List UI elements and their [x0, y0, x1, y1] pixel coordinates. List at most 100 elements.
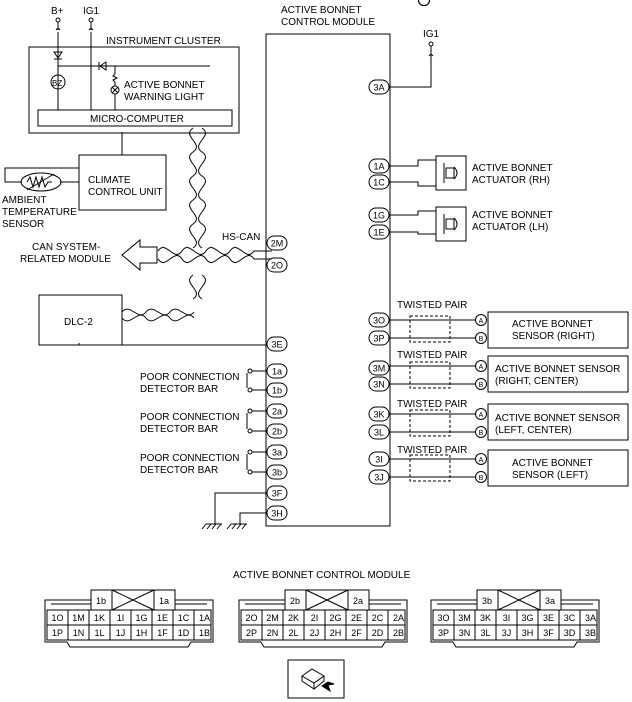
connector-pin: 2L: [288, 628, 298, 638]
dlc-twisted-wire: [121, 308, 195, 316]
connector-pin: 3K: [480, 613, 491, 623]
connector-pin: 3G: [521, 613, 533, 623]
detector-bar-3: [246, 449, 267, 475]
sensor-right-label-2: SENSOR (RIGHT): [512, 331, 595, 342]
climate-label-2: CONTROL UNIT: [88, 187, 163, 198]
sensor-right-center-label-1: ACTIVE BONNET SENSOR: [495, 364, 620, 375]
twisted-pair-shield: [409, 361, 451, 389]
connector-pin: 2B: [393, 628, 404, 638]
harness-view-box: [287, 659, 345, 699]
pin-label-3E: 3E: [271, 340, 282, 350]
connector-pin: 3J: [502, 628, 512, 638]
connector-pin: 3F: [543, 628, 554, 638]
pin-label-1b: 1b: [272, 386, 282, 396]
connector-pin: 2E: [351, 613, 362, 623]
connector-pin: 1J: [116, 628, 126, 638]
fuse-icon: [55, 28, 61, 31]
harness-side-connector-icon: [301, 668, 335, 693]
detector-label-2a: POOR CONNECTION: [140, 412, 239, 423]
connector-pin: 3P: [438, 628, 449, 638]
thermistor-zigzag-icon: [26, 175, 52, 189]
connector-pin: 1D: [178, 628, 190, 638]
connector-pin: 1C: [178, 613, 190, 623]
pin-label-2O: 2O: [271, 261, 283, 271]
terminal-letter: B: [479, 475, 484, 482]
connector-label: 1a: [159, 596, 169, 606]
connector-pin: 2D: [372, 628, 384, 638]
actuator-lh-label-1: ACTIVE BONNET: [472, 210, 553, 221]
actuator-lh-label-2: ACTUATOR (LH): [472, 222, 548, 233]
pin-3M: [368, 360, 390, 376]
connector-pin: 3C: [564, 613, 576, 623]
terminal-letter: B: [422, 0, 427, 2]
connector-pin: 3B: [585, 628, 596, 638]
warning-light-label-2: WARNING LIGHT: [124, 92, 204, 103]
bplus-terminal: [55, 17, 61, 23]
sensor-box-2: [487, 403, 629, 441]
detector-label-1a: POOR CONNECTION: [140, 372, 239, 383]
connector-pin: 2N: [267, 628, 279, 638]
hs-can-label: HS-CAN: [222, 232, 260, 243]
ig1-label-top: IG1: [83, 6, 100, 17]
connector-pin: 2O: [245, 613, 257, 623]
pin-label-3P: 3P: [373, 334, 384, 344]
actuator-rh-box: [435, 155, 467, 191]
sensor-box-1: [487, 355, 629, 393]
ambient-label-1: AMBIENT: [2, 195, 46, 206]
can-bus-wire: [157, 255, 272, 263]
pin-label-1E: 1E: [373, 228, 384, 238]
twisted-pair-shield: [409, 315, 451, 343]
pin-3A: [368, 79, 390, 95]
sensor-box-3: [487, 449, 629, 487]
twisted-pair-label-2: TWISTED PAIR: [397, 350, 467, 361]
pin-label-1a: 1a: [272, 367, 282, 377]
ig1-terminal: [88, 17, 94, 23]
pin-label-1A: 1A: [373, 162, 384, 172]
actuator-lh-motor-icon: [443, 214, 458, 234]
connector-label: 3a: [545, 596, 555, 606]
can-module-label-2: RELATED MODULE: [20, 254, 111, 265]
instrument-cluster-title: INSTRUMENT CLUSTER: [106, 36, 221, 47]
terminal-letter: A: [479, 318, 484, 325]
instrument-cluster-box: [28, 46, 240, 134]
pin-3E: [266, 336, 288, 352]
actuator-rh-label-1: ACTIVE BONNET: [472, 163, 553, 174]
climate-label-1: CLIMATE: [88, 175, 131, 186]
warning-light-label-1: ACTIVE BONNET: [124, 80, 205, 91]
dlc2-label: DLC-2: [64, 317, 93, 328]
buzzer-label: BZ: [52, 79, 62, 88]
terminal-letter: A: [479, 364, 484, 371]
pin-3H: [266, 505, 288, 521]
terminal-B: [418, 0, 430, 6]
bplus-label: B+: [51, 6, 64, 17]
sensor-left-center-label-1: ACTIVE BONNET SENSOR: [495, 413, 620, 424]
twisted-pair-label-3: TWISTED PAIR: [397, 399, 467, 410]
connector-pin: 2F: [351, 628, 362, 638]
buzzer-icon: [50, 74, 66, 90]
connector-pin: 1N: [73, 628, 85, 638]
can-module-label-1: CAN SYSTEM-: [32, 242, 100, 253]
terminal-a: [475, 314, 487, 326]
connector-pin: 2G: [329, 613, 341, 623]
detector-bar-1: [246, 368, 267, 393]
sensor-left-center-label-2: (LEFT, CENTER): [495, 425, 572, 436]
terminal-a: [475, 453, 487, 465]
pin-label-3I: 3I: [375, 455, 383, 465]
can-twisted-wire: [189, 127, 197, 249]
dlc-twisted-wire: [121, 314, 195, 322]
connector-pin: 3M: [458, 613, 471, 623]
connector-pin: 3N: [459, 628, 471, 638]
connector-pin: 1K: [94, 613, 105, 623]
terminal-letter: A: [479, 457, 484, 464]
connector-pin: 1E: [157, 613, 168, 623]
connector-pin: 3O: [437, 613, 449, 623]
thermistor-icon: [20, 172, 62, 192]
sensor-right-center-label-2: (RIGHT, CENTER): [495, 376, 578, 387]
terminal-b: [475, 426, 487, 438]
twisted-pair-label-1: TWISTED PAIR: [397, 300, 467, 311]
pin-2M: [266, 235, 288, 251]
connector-pin: 1G: [135, 613, 147, 623]
diode-icon: [53, 51, 63, 59]
resistor-icon: [112, 73, 119, 83]
